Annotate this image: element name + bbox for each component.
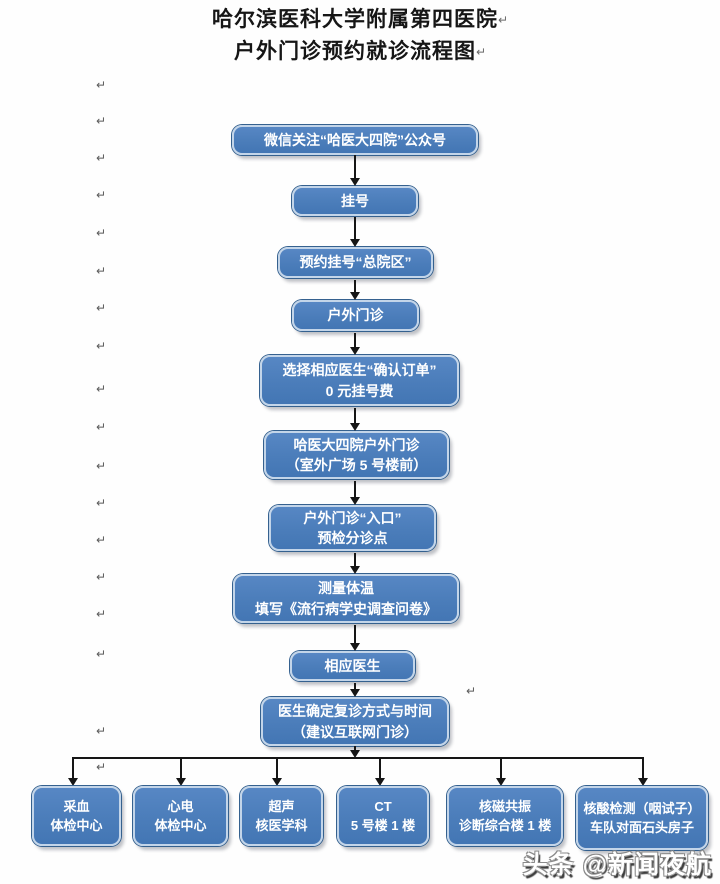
step-entrance-triage-point: 户外门诊“入口” 预检分诊点 [269,505,436,551]
step-corresponding-doctor: 相应医生 [290,651,415,681]
arrow-down [354,280,356,292]
branch-ultrasound-nuclear: 超声 核医学科 [240,786,323,846]
step-outdoor-clinic: 户外门诊 [292,300,419,331]
paragraph-mark: ↵ [96,459,107,473]
arrow-down [354,481,356,497]
paragraph-mark: ↵ [466,684,477,698]
arrow-down [354,333,356,347]
branch-nucleic-acid-test: 核酸检测（咽试子） 车队对面石头房子 [576,786,708,850]
paragraph-mark: ↵ [96,570,107,584]
arrow-down [354,408,356,423]
paragraph-mark: ↵ [96,339,107,353]
arrow-down [500,757,502,778]
paragraph-mark: ↵ [96,114,107,128]
arrow-down [354,683,356,689]
paragraph-mark: ↵ [96,78,107,92]
page-title-line1: 哈尔滨医科大学附属第四医院 [211,8,498,31]
arrow-down [354,625,356,643]
step-temperature-questionnaire: 测量体温 填写《流行病学史调查问卷》 [233,574,459,623]
arrow-down [354,217,356,239]
paragraph-mark: ↵ [96,264,107,278]
paragraph-mark: ↵ [96,420,107,434]
branch-mri-diagnosis-building: 核磁共振 诊断综合楼 1 楼 [447,786,563,846]
paragraph-mark: ↵ [96,382,107,396]
paragraph-mark: ↵ [96,533,107,547]
step-doctor-decides-followup: 医生确定复诊方式与时间 （建议互联网门诊） [261,697,449,746]
branch-ecg-center: 心电 体检中心 [133,786,228,846]
step-register: 挂号 [292,186,418,216]
step-book-main-campus: 预约挂号“总院区” [278,247,433,278]
paragraph-mark: ↵ [96,607,107,621]
arrow-down [642,757,644,778]
branch-ct-building5: CT 5 号楼 1 楼 [337,786,429,846]
arrow-down [354,553,356,566]
page-title: 哈尔滨医科大学附属第四医院↵ 户外门诊预约就诊流程图↵ [0,4,720,68]
paragraph-mark: ↵ [96,301,107,315]
branch-rail [73,757,644,759]
arrow-down [354,746,356,750]
branch-blood-draw-center: 采血 体检中心 [32,786,121,846]
watermark-toutiao: 头条 @新闻夜航 [522,851,712,879]
page-title-line2: 户外门诊预约就诊流程图 [233,40,476,63]
step-choose-doctor-confirm-order: 选择相应医生“确认订单” 0 元挂号费 [260,355,459,406]
paragraph-mark: ↵ [96,724,107,738]
arrow-down [276,757,278,778]
arrow-down [180,757,182,778]
paragraph-mark: ↵ [96,188,107,202]
paragraph-mark: ↵ [475,45,487,59]
arrow-down [379,757,381,778]
arrow-down [72,757,74,778]
paragraph-mark: ↵ [497,13,509,27]
paragraph-mark: ↵ [96,151,107,165]
arrow-down [354,155,356,178]
step-outdoor-clinic-location: 哈医大四院户外门诊 （室外广场 5 号楼前） [264,431,449,479]
paragraph-mark: ↵ [96,760,107,774]
paragraph-mark: ↵ [96,496,107,510]
paragraph-mark: ↵ [96,226,107,240]
step-wechat-follow: 微信关注“哈医大四院”公众号 [232,125,478,155]
paragraph-mark: ↵ [96,647,107,661]
